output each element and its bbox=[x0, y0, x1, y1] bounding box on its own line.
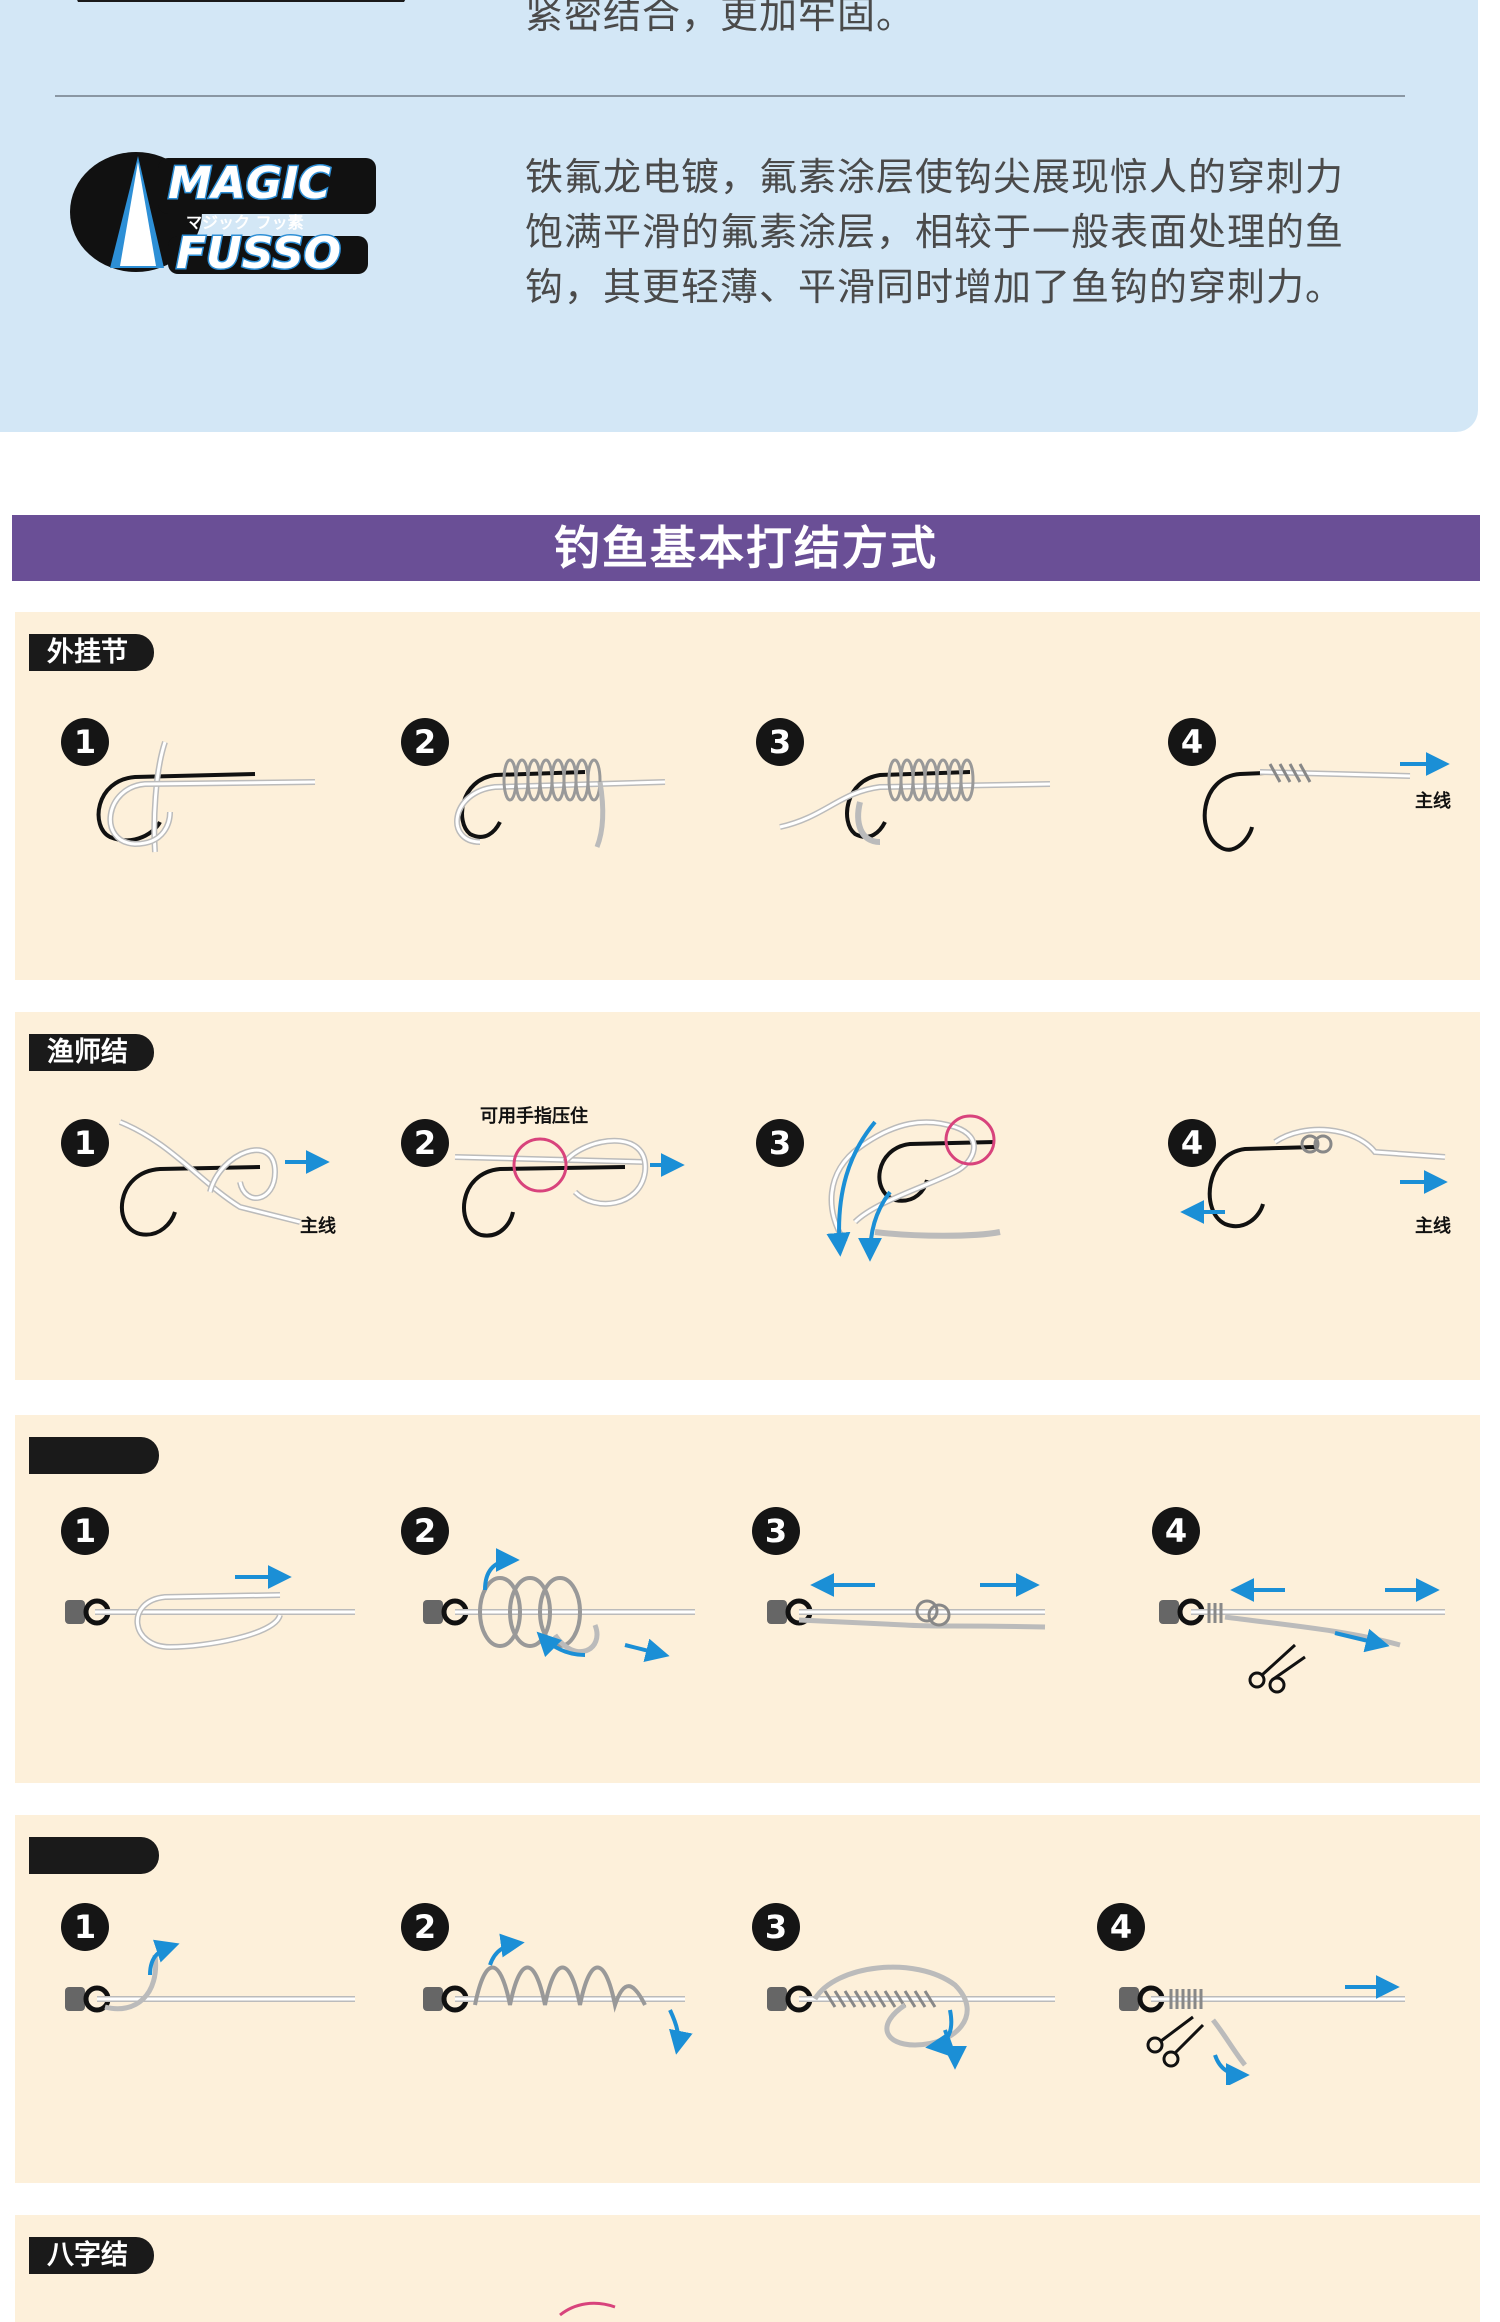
step-number-2: 2 bbox=[401, 718, 449, 766]
step-number-2: 2 bbox=[401, 1507, 449, 1555]
step-number-1: 1 bbox=[61, 1507, 109, 1555]
knot-step-1-diagram bbox=[96, 741, 316, 853]
knot-step-4-diagram bbox=[1119, 1975, 1405, 2085]
knot-step-1-diagram bbox=[65, 1565, 355, 1651]
knot-section-outer: 外挂节 1 2 3 4 bbox=[15, 612, 1480, 980]
knot-step-1-diagram: 主线 bbox=[118, 1119, 336, 1237]
step-number-1: 1 bbox=[61, 1903, 109, 1951]
knot-step-2-diagram bbox=[423, 1933, 693, 2055]
knot-section-swivel-a: 1 2 3 4 bbox=[15, 1415, 1480, 1783]
magic-fusso-logo: MAGIC マジック フッ素 FUSSO bbox=[70, 152, 376, 275]
step-number-4: 4 bbox=[1097, 1903, 1145, 1951]
panel-divider bbox=[55, 95, 1405, 97]
step-number-4: 4 bbox=[1152, 1507, 1200, 1555]
knot-step-2-diagram: 可用手指压住 bbox=[454, 1105, 685, 1238]
fusso-logo-text: FUSSO bbox=[176, 228, 341, 275]
knot-section-fisherman: 渔师结 1 2 3 4 主线 可用手指压住 主线 bbox=[15, 1012, 1480, 1380]
fusso-line-2: 饱满平滑的氟素涂层，相较于一般表面处理的鱼 bbox=[525, 210, 1345, 254]
section-label: 外挂节 bbox=[29, 634, 154, 671]
step-number-3: 3 bbox=[756, 1119, 804, 1167]
step-number-2: 2 bbox=[401, 1903, 449, 1951]
scissors-icon bbox=[1146, 2015, 1205, 2068]
knot-section-figure-eight: 八字结 bbox=[15, 2215, 1480, 2322]
banner-title: 钓鱼基本打结方式 bbox=[554, 521, 938, 575]
section-label bbox=[29, 1437, 159, 1474]
step-number-3: 3 bbox=[752, 1903, 800, 1951]
main-line-label: 主线 bbox=[1415, 790, 1451, 812]
step-number-1: 1 bbox=[61, 1119, 109, 1167]
knot-methods-banner: 钓鱼基本打结方式 bbox=[12, 515, 1480, 581]
step-number-2: 2 bbox=[401, 1119, 449, 1167]
knot-step-3-diagram bbox=[767, 1573, 1046, 1630]
knot-step-3-diagram bbox=[767, 1964, 1055, 2070]
knot-step-1-diagram bbox=[65, 1939, 355, 2013]
coating-info-panel bbox=[0, 0, 1478, 432]
knot-step-3-diagram bbox=[826, 1114, 1001, 1262]
fusso-line-3: 钩，其更轻薄、平滑同时增加了鱼钩的穿刺力。 bbox=[525, 265, 1345, 309]
main-line-label: 主线 bbox=[300, 1215, 336, 1237]
knot-step-4-diagram bbox=[1159, 1578, 1445, 1694]
knot-step-4-diagram: 主线 bbox=[1180, 1126, 1451, 1237]
magic-logo-text: MAGIC bbox=[168, 158, 331, 209]
section-label: 八字结 bbox=[29, 2237, 154, 2274]
fusso-line-1: 铁氟龙电镀，氟素涂层使钩尖展现惊人的穿刺力 bbox=[525, 155, 1345, 199]
step-number-4: 4 bbox=[1168, 1119, 1216, 1167]
knot-section-swivel-b: 1 2 3 4 bbox=[15, 1815, 1480, 2183]
partial-brand-logo bbox=[77, 0, 406, 2]
section-label: 渔师结 bbox=[29, 1034, 154, 1071]
coating-description-tail: 紧密结合，更加牢固。 bbox=[525, 0, 916, 37]
press-hint-label: 可用手指压住 bbox=[480, 1105, 588, 1127]
knot-step-2-diagram bbox=[454, 758, 666, 848]
step-number-3: 3 bbox=[752, 1507, 800, 1555]
knot-step-4-diagram: 主线 bbox=[1202, 752, 1451, 852]
step-number-3: 3 bbox=[756, 718, 804, 766]
step-number-4: 4 bbox=[1168, 718, 1216, 766]
knot-step-3-diagram bbox=[779, 758, 1051, 845]
partial-diagram bbox=[559, 2301, 616, 2317]
scissors-icon bbox=[1248, 1643, 1306, 1694]
magic-logo-subtext: マジック フッ素 bbox=[186, 213, 304, 232]
section-label bbox=[29, 1837, 159, 1874]
main-line-label: 主线 bbox=[1415, 1215, 1451, 1237]
step-number-1: 1 bbox=[61, 718, 109, 766]
knot-step-2-diagram bbox=[423, 1548, 695, 1662]
